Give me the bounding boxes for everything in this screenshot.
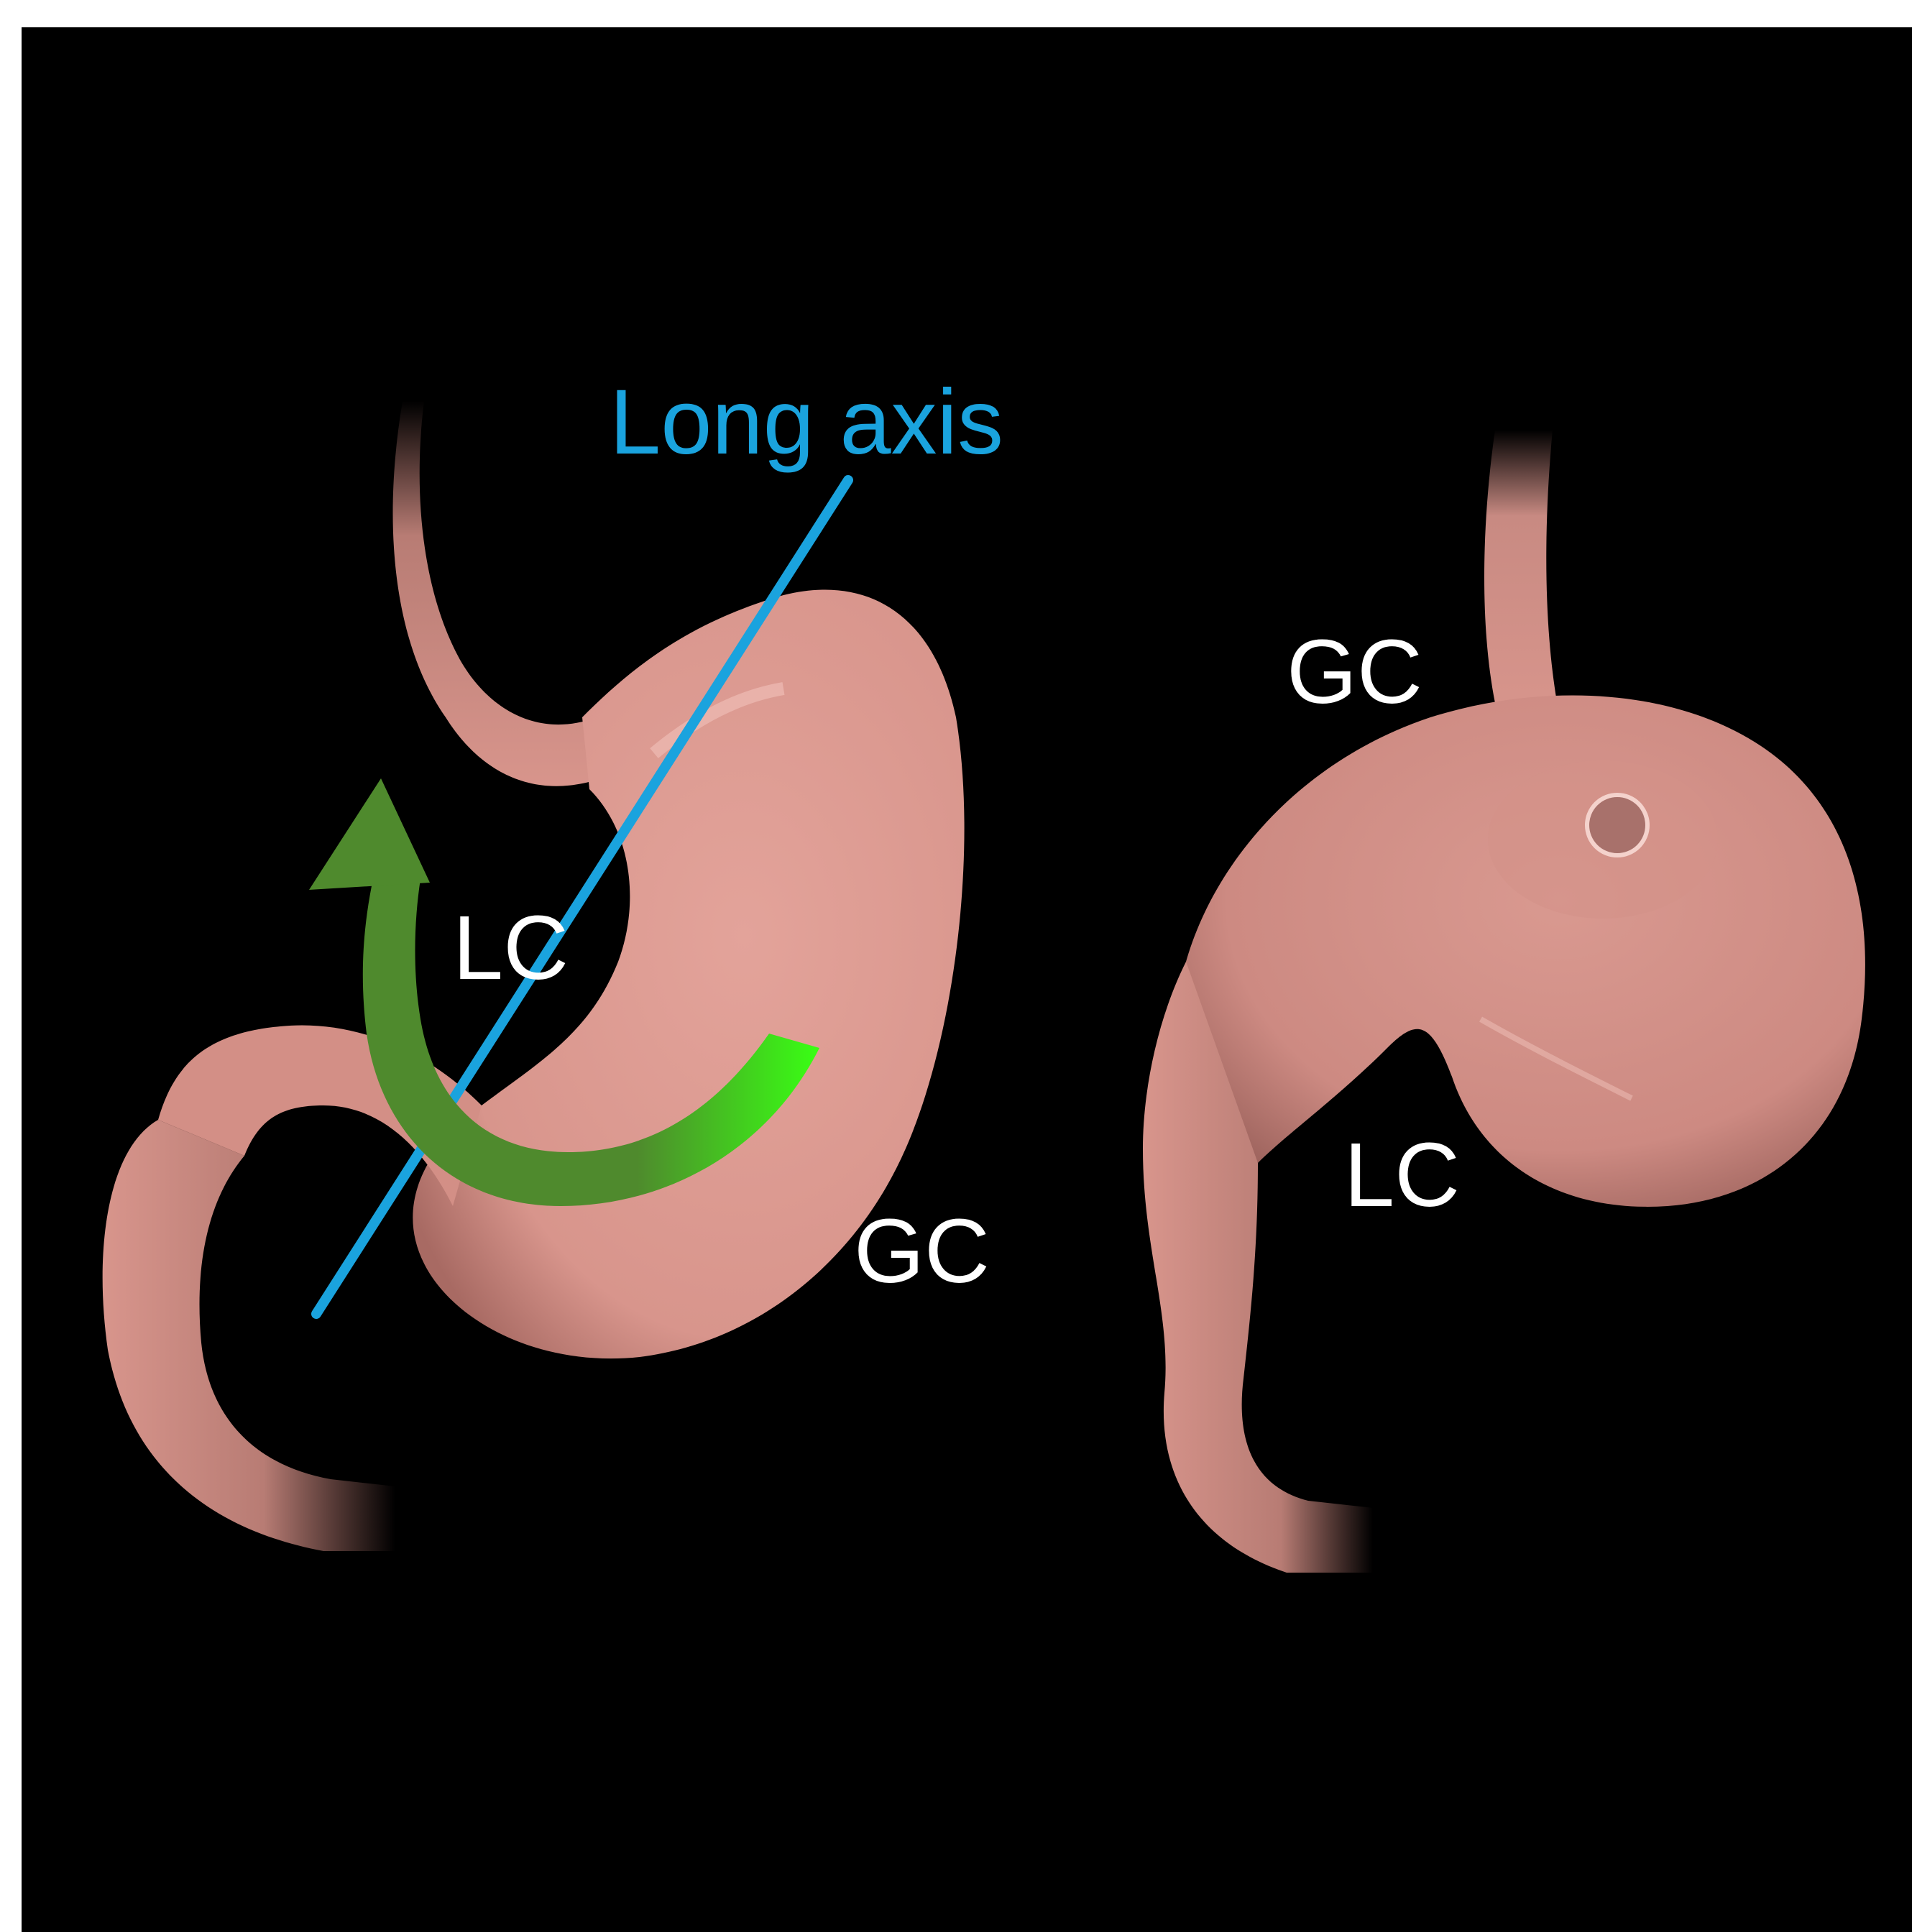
long-axis-label: Long axis (610, 377, 1003, 469)
stomach-illustration (22, 27, 1912, 1932)
right-cardia-opening (1587, 795, 1647, 855)
right-esophagus (1484, 430, 1560, 717)
left-greater-curvature-label: GC (854, 1206, 990, 1297)
right-lesser-curvature-label: LC (1344, 1130, 1460, 1220)
rotation-arrow-head (309, 778, 430, 890)
right-stomach-body (1186, 695, 1865, 1207)
right-greater-curvature-label: GC (1287, 627, 1422, 717)
left-duodenum (103, 1120, 395, 1551)
right-stomach (1143, 430, 1865, 1573)
left-esophagus (393, 401, 612, 786)
diagram-panel: Long axis LC GC GC LC (22, 27, 1912, 1932)
left-lesser-curvature-label: LC (453, 903, 569, 993)
